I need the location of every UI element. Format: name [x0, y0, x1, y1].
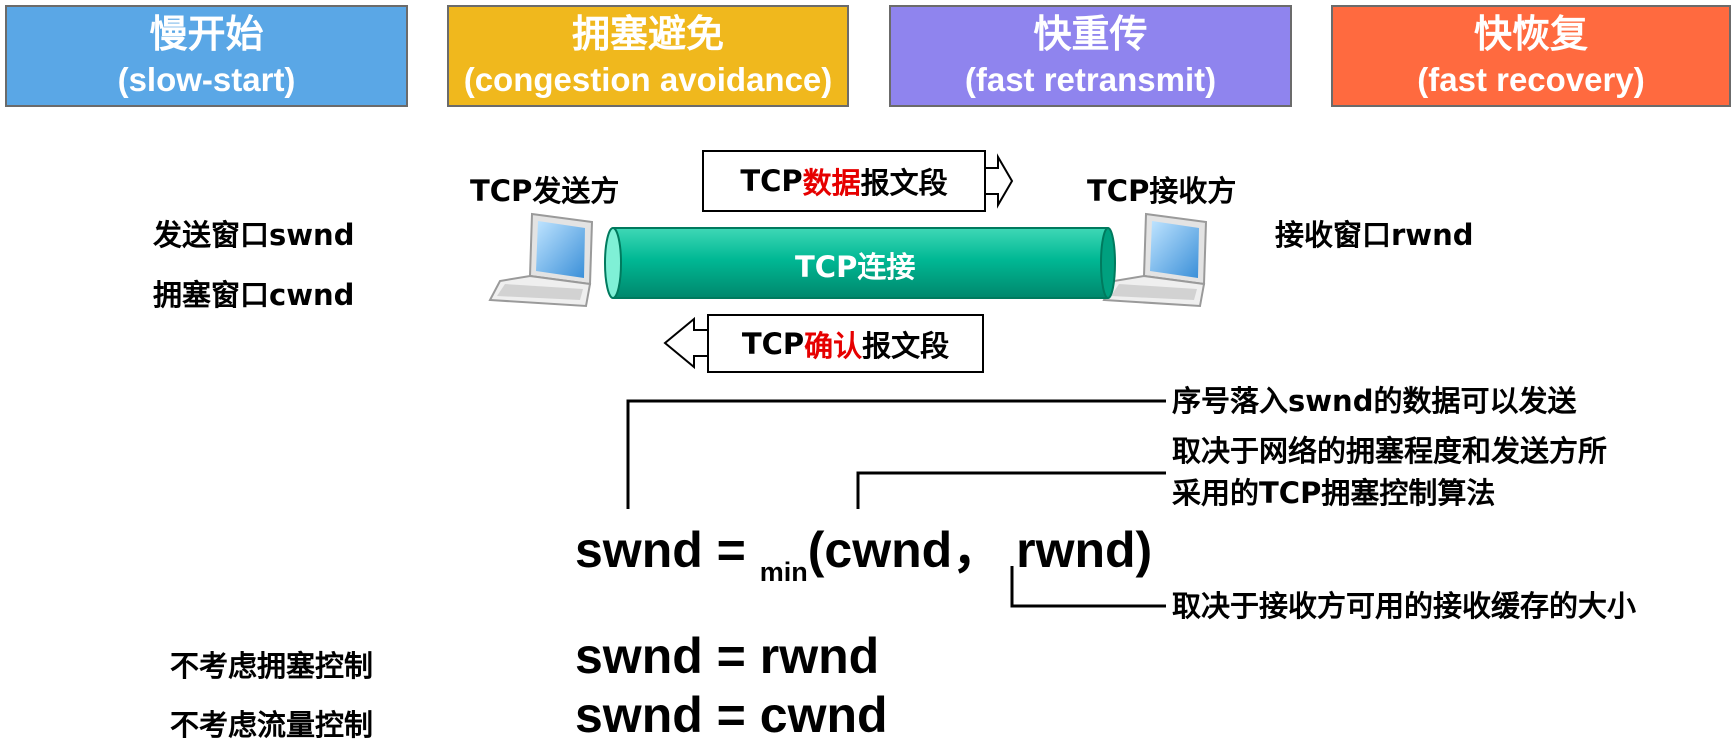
cwnd-note-line2: 采用的TCP拥塞控制算法 — [1172, 476, 1496, 510]
cwnd-note-line1: 取决于网络的拥塞程度和发送方所 — [1172, 434, 1608, 468]
sender-title: TCP发送方 — [470, 174, 620, 208]
case-formula-rwnd: swnd = rwnd — [575, 628, 880, 684]
phase-subtitle: (slow-start) — [117, 60, 296, 98]
cwnd-label: 拥塞窗口cwnd — [153, 278, 355, 312]
phase-title: 拥塞避免 — [571, 12, 724, 57]
ack-segment-prefix: TCP — [741, 326, 805, 361]
data-segment-prefix: TCP — [740, 164, 803, 198]
data-segment-highlight: 数据 — [802, 166, 861, 200]
phase-title: 快恢复 — [1473, 12, 1588, 57]
formula-func: min — [759, 557, 808, 587]
ack-arrow-icon — [663, 316, 710, 370]
tcp-connection-pipe — [604, 227, 1116, 299]
swnd-connector-line — [626, 399, 1166, 509]
sender-laptop-icon — [488, 212, 594, 308]
rwnd-label: 接收窗口rwnd — [1275, 218, 1474, 252]
case-condition-no-congestion-control: 不考虑拥塞控制 — [170, 649, 374, 683]
phase-box-congestion-avoidance: 拥塞避免 (congestion avoidance) — [447, 5, 849, 107]
phase-title: 快重传 — [1033, 12, 1148, 57]
formula-lhs: swnd = — [575, 522, 760, 578]
ack-segment-highlight: 确认 — [804, 328, 863, 363]
rwnd-connector-line — [1010, 566, 1166, 608]
connection-label: TCP连接 — [795, 250, 916, 284]
phase-title: 慢开始 — [149, 12, 264, 57]
data-arrow-icon — [984, 153, 1014, 209]
formula-args: (cwnd， rwnd) — [807, 522, 1153, 578]
ack-segment-suffix: 报文段 — [862, 328, 950, 363]
case-formula-cwnd: swnd = cwnd — [575, 687, 888, 743]
phase-subtitle: (congestion avoidance) — [463, 60, 833, 98]
main-formula: swnd = min(cwnd， rwnd) — [575, 510, 1152, 588]
phase-box-slow-start: 慢开始 (slow-start) — [5, 5, 408, 107]
swnd-label: 发送窗口swnd — [153, 218, 355, 252]
rwnd-note: 取决于接收方可用的接收缓存的大小 — [1172, 589, 1637, 623]
phase-box-fast-retransmit: 快重传 (fast retransmit) — [889, 5, 1292, 107]
data-segment-suffix: 报文段 — [860, 166, 948, 200]
swnd-note: 序号落入swnd的数据可以发送 — [1172, 384, 1577, 418]
cwnd-connector-line — [856, 471, 1166, 509]
phase-subtitle: (fast retransmit) — [964, 60, 1217, 98]
phase-box-fast-recovery: 快恢复 (fast recovery) — [1331, 5, 1731, 107]
phase-subtitle: (fast recovery) — [1417, 60, 1645, 98]
receiver-title: TCP接收方 — [1087, 174, 1237, 208]
case-condition-no-flow-control: 不考虑流量控制 — [170, 708, 374, 742]
receiver-laptop-icon — [1102, 212, 1208, 308]
